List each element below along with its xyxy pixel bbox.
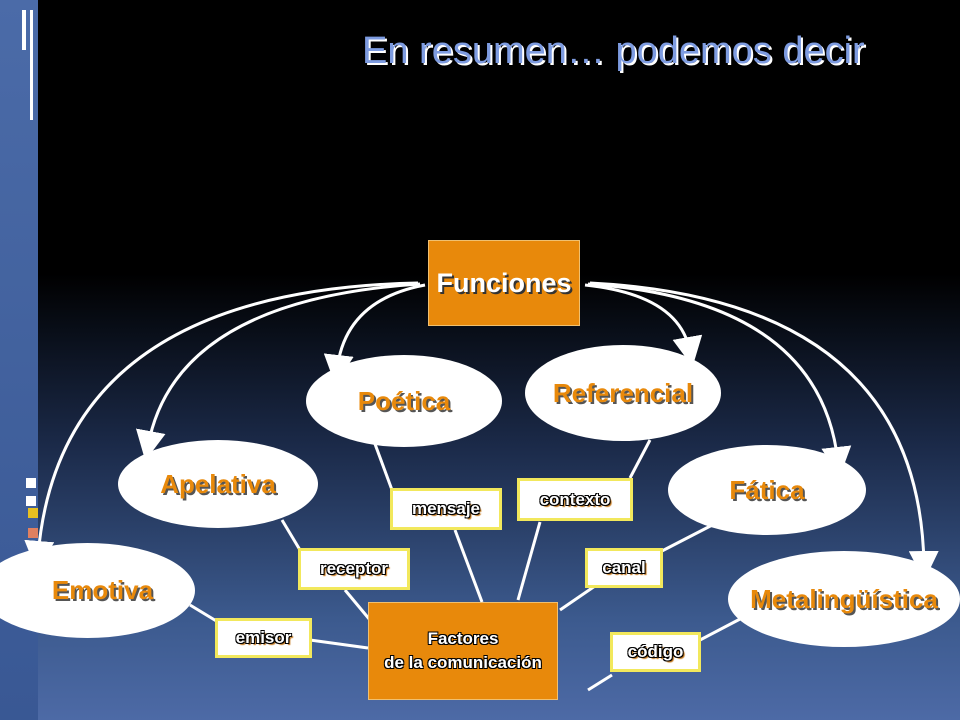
function-node-emotiva: Emotiva bbox=[0, 543, 195, 638]
factor-box-emisor: emisor bbox=[215, 618, 312, 658]
link-contexto-factores bbox=[516, 521, 542, 601]
function-node-apelativa: Apelativa bbox=[118, 440, 318, 528]
function-label-apelativa: Apelativa bbox=[160, 468, 276, 499]
factores-label-line2: de la comunicación bbox=[384, 653, 542, 672]
factor-label-canal: canal bbox=[602, 558, 646, 577]
factores-label-line1: Factores bbox=[427, 629, 499, 648]
factor-label-receptor: receptor bbox=[319, 559, 389, 578]
function-label-fatica: Fática bbox=[729, 474, 805, 505]
factor-label-contexto: contexto bbox=[539, 489, 611, 509]
function-label-poetica: Poética bbox=[357, 385, 451, 416]
arrow-to-fatica bbox=[587, 282, 852, 477]
function-node-fatica: Fática bbox=[668, 445, 866, 535]
link-referencial-contexto bbox=[628, 439, 652, 479]
factor-box-mensaje: mensaje bbox=[390, 488, 502, 530]
link-mensaje-factores bbox=[453, 529, 484, 603]
decorative-stripe bbox=[22, 10, 26, 50]
link-canal-factores bbox=[559, 584, 596, 612]
function-label-referencial: Referencial bbox=[552, 377, 694, 408]
link-receptor-factores bbox=[343, 589, 372, 621]
arrow-to-emotiva bbox=[24, 281, 419, 571]
function-node-metalinguistica: Metalingüística bbox=[728, 551, 960, 647]
function-node-referencial: Referencial bbox=[525, 345, 721, 441]
link-metalinguistica-codigo bbox=[699, 616, 743, 642]
function-node-poetica: Poética bbox=[306, 355, 502, 447]
decorative-square bbox=[26, 496, 36, 506]
link-codigo-factores bbox=[587, 673, 613, 692]
link-poetica-mensaje bbox=[373, 443, 394, 491]
decorative-square bbox=[28, 528, 38, 538]
factor-label-emisor: emisor bbox=[235, 628, 292, 647]
function-label-emotiva: Emotiva bbox=[51, 575, 154, 605]
funciones-label: Funciones bbox=[436, 267, 572, 298]
link-emotiva-emisor bbox=[189, 603, 219, 624]
factor-box-codigo: código bbox=[610, 632, 701, 672]
arrow-to-referencial bbox=[584, 283, 703, 367]
arrow-to-apelativa bbox=[135, 282, 421, 461]
function-label-metalinguistica: Metalingüística bbox=[750, 583, 938, 614]
factor-box-contexto: contexto bbox=[517, 478, 633, 521]
decorative-square bbox=[26, 478, 36, 488]
arrow-to-metalinguistica bbox=[589, 281, 939, 581]
link-apelativa-receptor bbox=[280, 519, 302, 551]
slide-title: En resumen… podemos decir bbox=[362, 30, 865, 72]
decorative-stripe bbox=[30, 10, 33, 120]
factor-box-receptor: receptor bbox=[298, 548, 410, 590]
arrow-to-poetica bbox=[323, 283, 426, 385]
factores-box: Factores de la comunicación bbox=[368, 602, 558, 700]
factor-box-canal: canal bbox=[585, 548, 663, 588]
decorative-square bbox=[28, 508, 38, 518]
factor-label-mensaje: mensaje bbox=[411, 499, 481, 518]
funciones-box: Funciones bbox=[428, 240, 580, 326]
factor-label-codigo: código bbox=[627, 642, 684, 661]
link-emisor-factores bbox=[309, 638, 369, 650]
